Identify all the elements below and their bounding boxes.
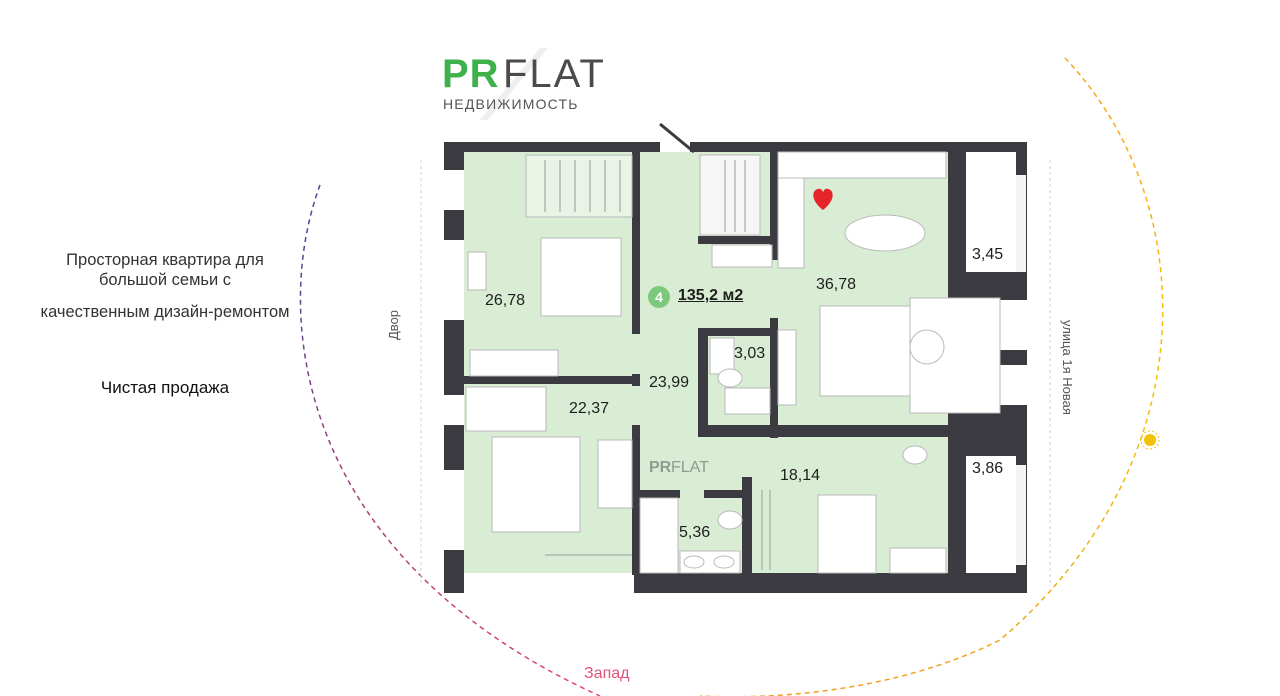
logo-subtitle: НЕДВИЖИМОСТЬ: [443, 96, 579, 112]
watermark-prefix: PR: [649, 459, 672, 476]
watermark-suffix: FLAT: [671, 459, 709, 476]
compass-arc-right: [700, 57, 1164, 696]
room-area-hall: 23,99: [649, 374, 690, 391]
room-area-bedroom-top-left: 26,78: [485, 292, 526, 309]
room-area-balcony-bottom: 3,86: [972, 460, 1004, 477]
logo-prefix: PR: [442, 52, 500, 96]
balcony-bottom: [966, 455, 1016, 573]
logo-suffix: FLAT: [503, 52, 606, 96]
balcony-top: [966, 152, 1016, 272]
compass-arc-left: [299, 184, 601, 696]
logo-slash-mark: [480, 48, 548, 120]
listing-description: Просторная квартира для большой семьи с …: [40, 250, 290, 334]
description-line-2: качественным дизайн-ремонтом: [40, 303, 290, 321]
description-line-1: Просторная квартира для большой семьи с: [66, 251, 264, 289]
orientation-right-label: улица 1я Новая: [1060, 320, 1075, 415]
heart-icon: [813, 188, 833, 210]
rooms-count-badge: 4: [648, 286, 670, 308]
room-area-bathroom-small: 3,03: [734, 345, 766, 362]
sun-icon: [1140, 430, 1160, 450]
total-area: 135,2 м2: [678, 287, 744, 304]
compass-label: Запад: [584, 665, 630, 682]
room-area-bedroom-bottom: 18,14: [780, 467, 821, 484]
room-area-balcony-top: 3,45: [972, 246, 1004, 263]
room-area-kitchen-living: 36,78: [816, 276, 857, 293]
room-area-bedroom-left: 22,37: [569, 400, 610, 417]
room-area-bathroom-large: 5,36: [679, 524, 711, 541]
sale-type: Чистая продажа: [100, 378, 230, 397]
orientation-left-label: Двор: [386, 309, 401, 340]
